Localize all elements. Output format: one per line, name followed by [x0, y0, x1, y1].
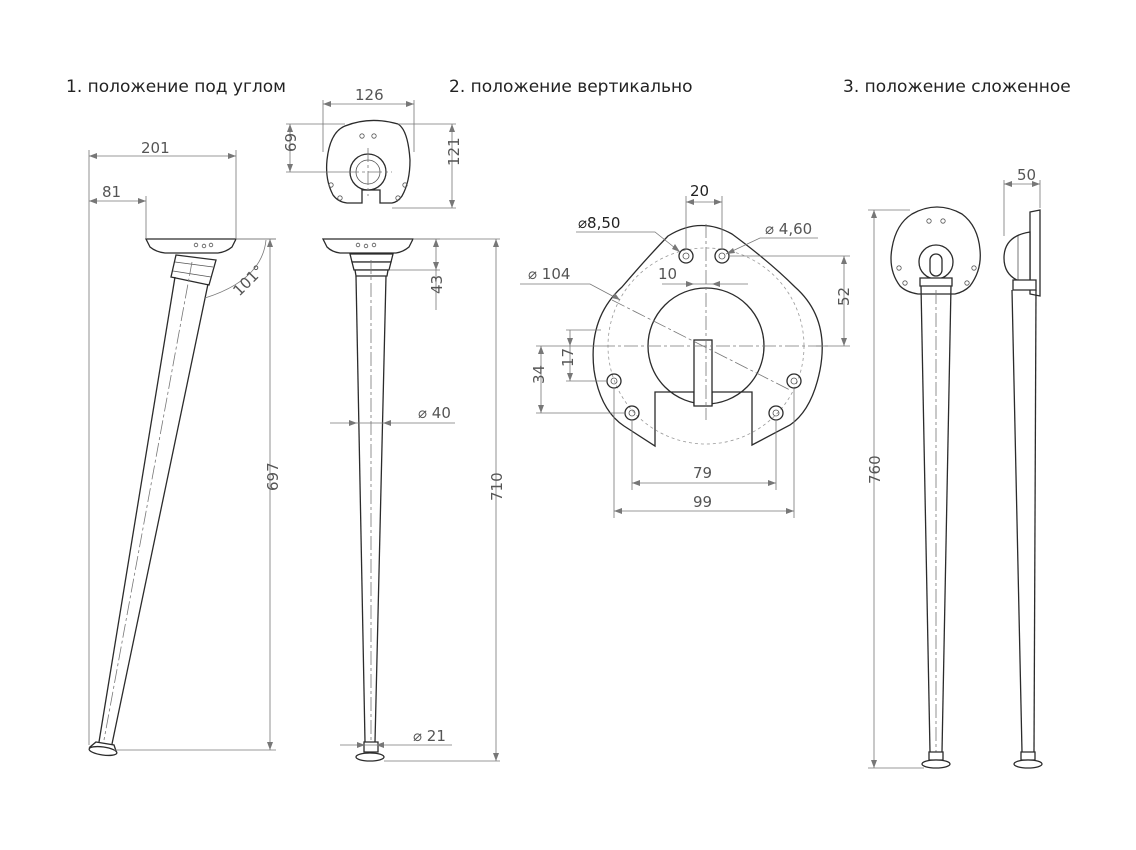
heading-vertical-position: 2. положение вертикально [449, 77, 693, 97]
dim-dia-21: ⌀ 21 [413, 727, 446, 745]
view-plate-detail: 20 ⌀8,50 ⌀ 4,60 10 ⌀ 104 52 17 34 [520, 182, 853, 518]
dim-69: 69 [282, 133, 300, 152]
dim-697: 697 [264, 462, 282, 491]
dim-121: 121 [445, 137, 463, 166]
heading-angled-position: 1. положение под углом [66, 77, 286, 97]
heading-folded-position: 3. положение сложенное [843, 77, 1071, 97]
dim-dia-8-50: ⌀8,50 [578, 214, 620, 232]
dim-126: 126 [355, 86, 384, 104]
dim-50: 50 [1017, 166, 1036, 184]
dim-dia-104: ⌀ 104 [528, 265, 570, 283]
view-angled-leg: 201 81 101° 697 [88, 139, 282, 757]
dim-52: 52 [835, 287, 853, 306]
dim-34: 34 [530, 365, 548, 384]
dim-17: 17 [559, 348, 577, 367]
view-folded-leg-side: 50 [1003, 166, 1043, 769]
dim-43: 43 [428, 275, 446, 294]
dim-dia-4-60: ⌀ 4,60 [765, 220, 812, 238]
dim-20: 20 [690, 182, 709, 200]
mounting-holes [606, 248, 802, 421]
dim-79: 79 [693, 464, 712, 482]
dim-angle-101: 101° [229, 261, 267, 299]
dim-dia-40: ⌀ 40 [418, 404, 451, 422]
view-plate-top-small: 126 69 121 [282, 86, 463, 209]
view-folded-leg-front: 760 [866, 206, 981, 769]
dim-760: 760 [866, 455, 884, 484]
dim-201: 201 [141, 139, 170, 157]
dim-10: 10 [658, 265, 677, 283]
dim-710: 710 [488, 472, 506, 501]
dim-99: 99 [693, 493, 712, 511]
view-vertical-leg: 43 ⌀ 40 ⌀ 21 710 [321, 238, 506, 762]
dim-81: 81 [102, 183, 121, 201]
